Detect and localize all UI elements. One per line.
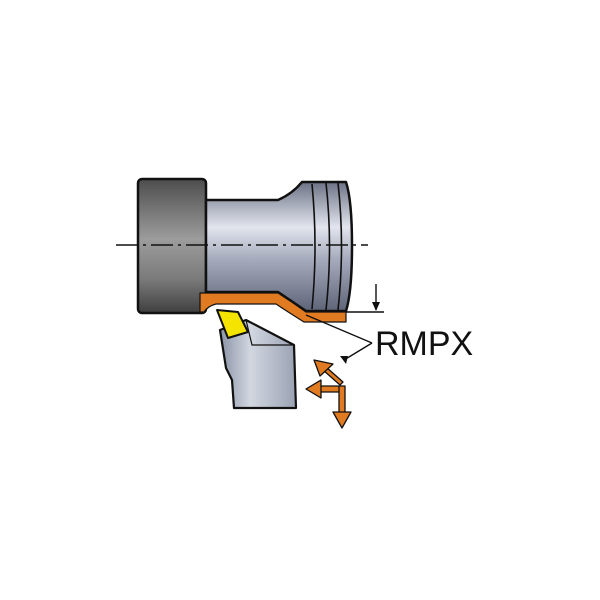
leader-line xyxy=(305,314,373,344)
dimension-arrow-icon xyxy=(372,302,380,311)
leader-arrow-icon xyxy=(340,356,348,364)
chuck-body xyxy=(136,177,208,315)
removed-material-profile xyxy=(199,292,347,323)
workpiece-groove-line xyxy=(325,182,331,311)
tool-holder-edge xyxy=(245,319,294,346)
tool-holder xyxy=(218,318,298,410)
cutting-insert xyxy=(216,309,249,339)
workpiece-body xyxy=(204,180,354,313)
operation-code-label: RMPX xyxy=(375,325,473,363)
workpiece-groove-line xyxy=(337,182,343,311)
feed-direction-arrows-icon xyxy=(305,359,352,429)
leader-line xyxy=(343,342,373,361)
workpiece-groove-line xyxy=(311,183,316,310)
